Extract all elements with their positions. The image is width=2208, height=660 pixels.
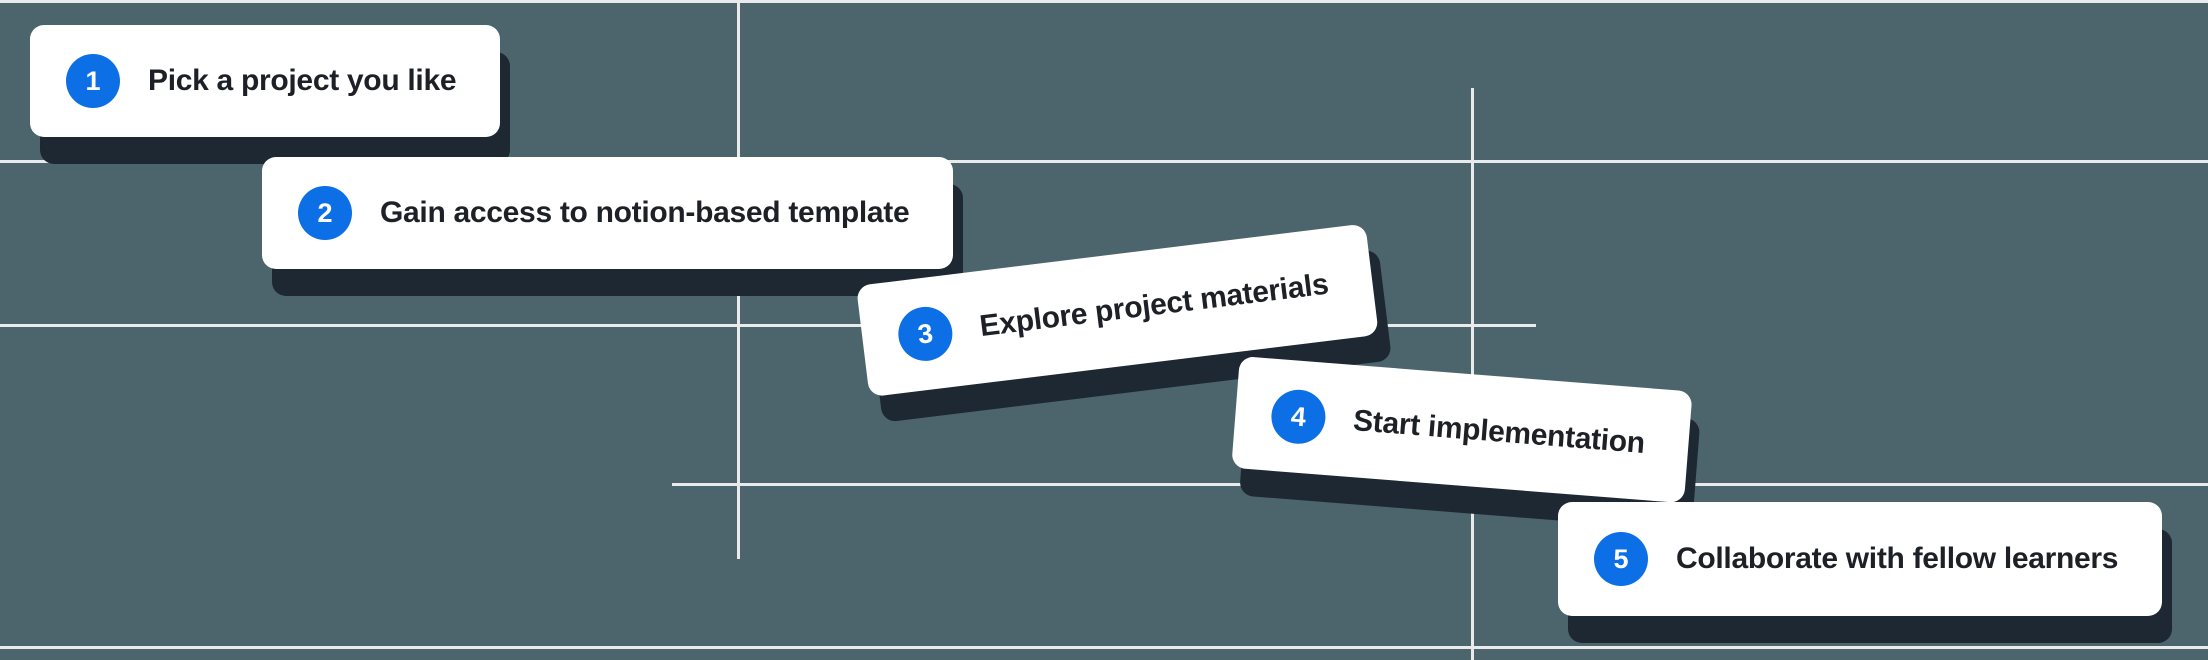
grid-line-horizontal-3	[672, 483, 2208, 486]
step-number-badge: 2	[298, 186, 352, 240]
step-card-4: 4 Start implementation	[1231, 356, 1693, 504]
step-label: Start implementation	[1351, 404, 1647, 460]
step-number-badge: 3	[895, 303, 956, 364]
grid-line-vertical-1	[737, 0, 740, 559]
step-number-badge: 5	[1594, 532, 1648, 586]
step-number-badge: 4	[1269, 387, 1328, 446]
step-card-2: 2 Gain access to notion-based template	[262, 157, 954, 269]
grid-line-horizontal-2	[0, 324, 1536, 327]
step-card-1: 1 Pick a project you like	[30, 25, 501, 137]
grid-line-bottom	[0, 646, 2208, 649]
step-label: Gain access to notion-based template	[380, 196, 910, 229]
grid-line-top	[0, 0, 2208, 3]
step-number-badge: 1	[66, 54, 120, 108]
step-label: Collaborate with fellow learners	[1676, 542, 2119, 575]
grid-line-horizontal-1	[0, 160, 2208, 163]
step-label: Explore project materials	[977, 267, 1331, 344]
step-label: Pick a project you like	[148, 64, 457, 97]
step-card-5: 5 Collaborate with fellow learners	[1558, 502, 2163, 616]
